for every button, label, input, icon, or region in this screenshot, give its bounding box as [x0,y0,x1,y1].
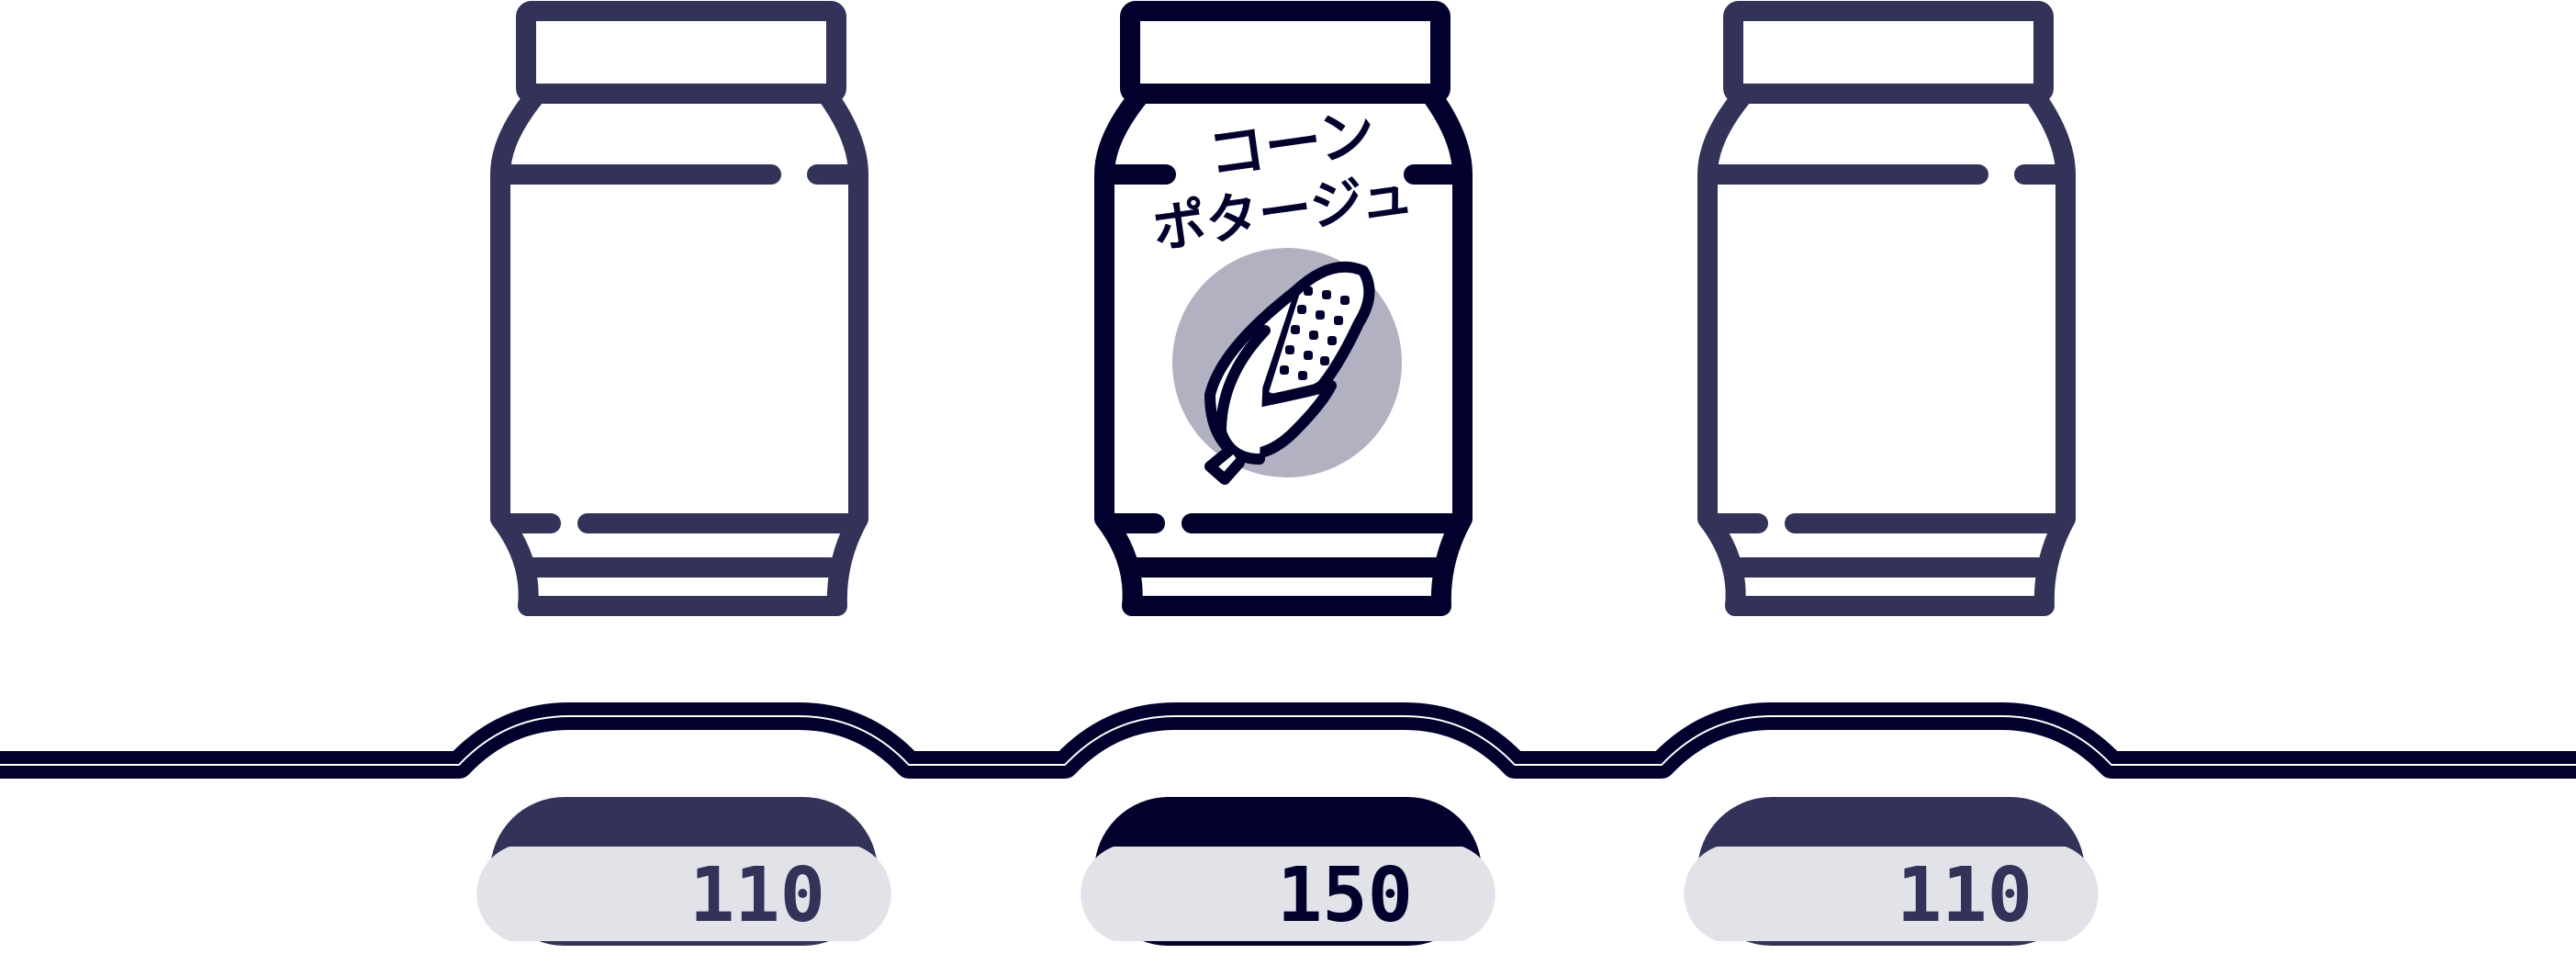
shelf-rail [0,702,2576,779]
price-tag-3[interactable]: 110 [1684,797,2099,946]
corn-icon [1172,248,1402,485]
price-tag-1[interactable]: 110 [476,797,891,946]
shelf-rail-inner [0,715,2576,766]
jar-3 [1697,1,2076,616]
jar-1 [490,1,868,616]
price-2: 150 [1277,852,1413,939]
price-tag-2[interactable]: 150 [1081,797,1495,946]
price-1: 110 [689,852,825,939]
slot-3[interactable]: 110 [1684,1,2099,946]
slot-1[interactable]: 110 [476,1,891,946]
price-3: 110 [1897,852,2033,939]
slot-2[interactable]: コーン ポタージュ [1081,1,1495,946]
jar-2 [1094,1,1473,616]
